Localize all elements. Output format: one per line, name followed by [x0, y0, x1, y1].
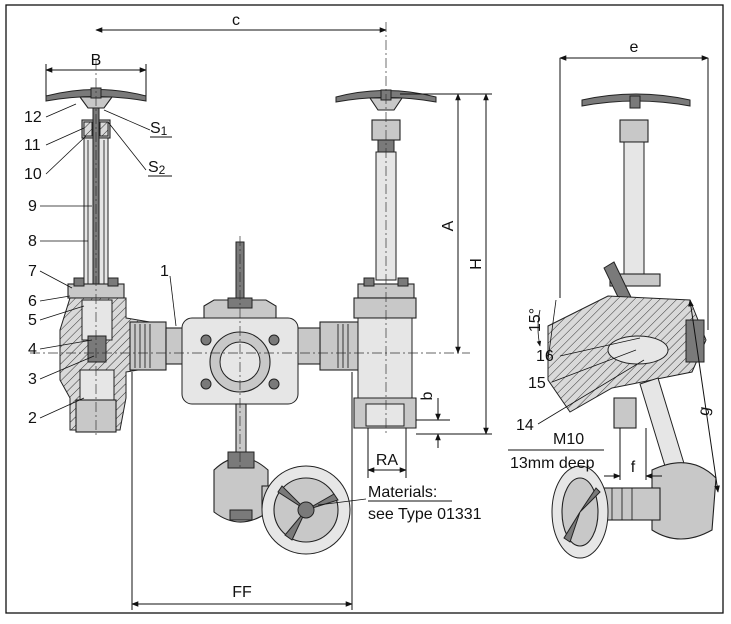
dim-label-a: A: [440, 220, 457, 231]
part-number-8: 8: [28, 233, 37, 250]
dim-label-e: e: [630, 39, 639, 56]
dim-line-g: [688, 299, 720, 493]
part-number-11: 11: [24, 137, 41, 154]
dim-label-c: c: [232, 12, 240, 29]
dim-label-h: H: [468, 258, 485, 270]
center-manifold: [129, 241, 359, 555]
dim-label-b: B: [91, 52, 102, 69]
thread-label: M10: [553, 431, 584, 448]
side-view: [547, 93, 717, 559]
dim-label-angle: 15°: [527, 308, 544, 332]
part-number-1: 1: [160, 263, 169, 280]
part-number-14: 14: [516, 417, 534, 434]
drawing-frame: [5, 4, 724, 614]
part-number-6: 6: [28, 293, 37, 310]
part-number-9: 9: [28, 198, 37, 215]
part-number-4: 4: [28, 341, 37, 358]
dim-label-b-small: b: [419, 391, 436, 400]
part-number-5: 5: [28, 312, 37, 329]
dim-label-f: f: [631, 459, 636, 476]
part-number-7: 7: [28, 263, 37, 280]
part-number-3: 3: [28, 371, 37, 388]
part-number-16: 16: [536, 348, 554, 365]
dim-label-g: g: [695, 405, 713, 417]
part-number-12: 12: [24, 109, 42, 126]
part-number-10: 10: [24, 166, 42, 183]
seal-label-s1: S1: [150, 120, 168, 138]
part-number-2: 2: [28, 410, 37, 427]
seal-label-s2: S2: [148, 159, 166, 177]
materials-note: see Type 01331: [368, 506, 482, 523]
left-valve-section: [45, 87, 151, 433]
materials-heading: Materials:: [368, 484, 437, 501]
part-number-15: 15: [528, 375, 546, 392]
dim-label-ff: FF: [232, 584, 252, 601]
dim-label-ra: RA: [376, 452, 399, 469]
leader-lines: [39, 103, 645, 506]
thread-depth-label: 13mm deep: [510, 455, 595, 472]
